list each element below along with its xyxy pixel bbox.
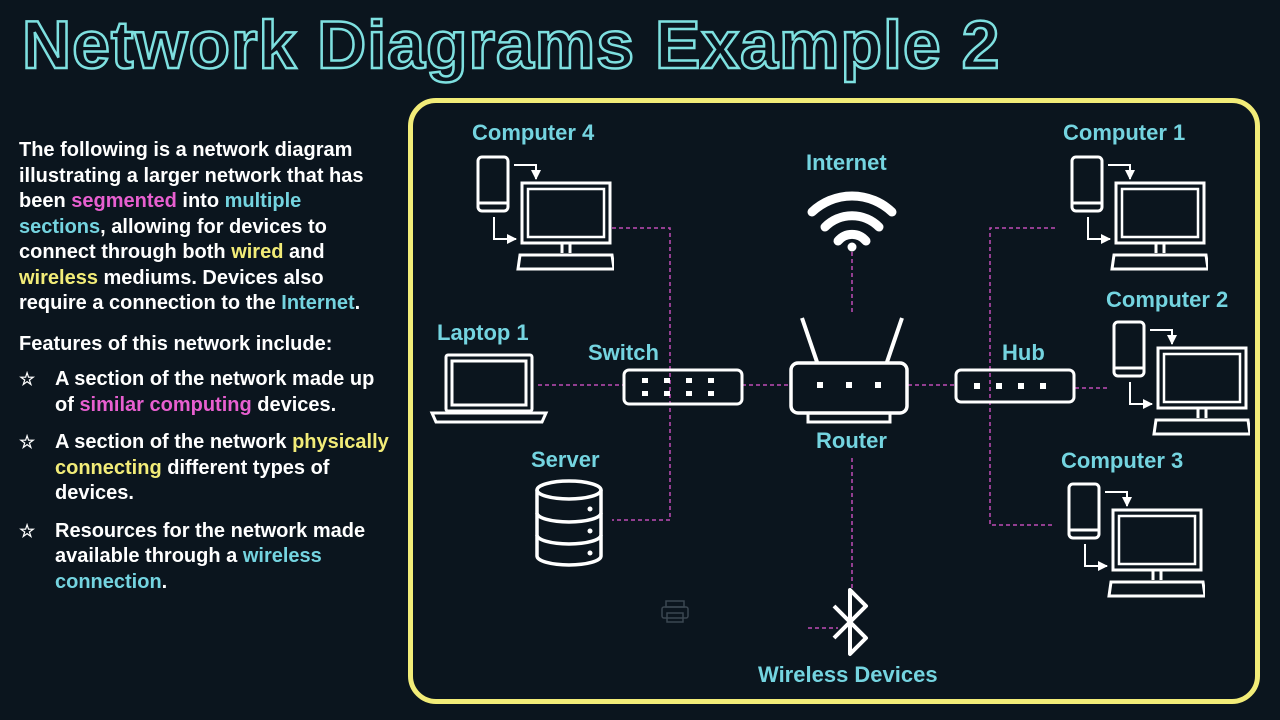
features-heading: Features of this network include: (19, 332, 333, 355)
computer-2-icon (1114, 322, 1250, 434)
star-outline-icon: ☆ (19, 520, 36, 541)
wifi-icon (807, 191, 897, 252)
label-internet: Internet (806, 150, 887, 175)
features-list: ☆ A section of the network made up of sim… (19, 367, 389, 595)
feature-text: A section of the network (55, 431, 293, 453)
feature-highlight: wireless connection (55, 545, 322, 593)
highlight-wired: wired (231, 241, 284, 263)
feature-text: A section of the network made up of (55, 368, 375, 416)
label-wireless-devices: Wireless Devices (758, 662, 938, 687)
computer-3-icon (1069, 484, 1205, 596)
feature-text: different types of devices. (55, 456, 330, 505)
feature-text: . (161, 570, 168, 593)
feature-highlight: similar computing (79, 393, 252, 416)
description-panel: The following is a network diagram illus… (19, 138, 389, 607)
page-title: Network Diagrams Example 2 (21, 6, 1001, 85)
star-outline-icon: ☆ (19, 432, 36, 452)
intro-text: The following is a network diagram illus… (19, 139, 364, 212)
highlight-internet: Internet (281, 292, 355, 314)
star-outline-icon: ☆ (19, 369, 36, 389)
highlight-wireless: wireless (19, 266, 98, 289)
highlight-segmented: segmented (71, 190, 177, 212)
connection-lines (538, 227, 1110, 629)
highlight-multiple-sections: multiple sections (19, 190, 302, 238)
laptop-icon (429, 353, 549, 424)
label-server: Server (531, 447, 600, 472)
label-computer-3: Computer 3 (1061, 448, 1184, 473)
feature-text: devices. (251, 393, 337, 416)
intro-text: . (354, 292, 361, 314)
label-computer-1: Computer 1 (1063, 120, 1186, 145)
computer-1-icon (1072, 157, 1208, 269)
printer-icon (661, 600, 689, 623)
label-computer-2: Computer 2 (1106, 287, 1229, 312)
intro-paragraph: The following is a network diagram illus… (19, 138, 389, 317)
computer-4-icon (478, 157, 614, 269)
feature-item: ☆ A section of the network physically con… (19, 430, 389, 507)
feature-highlight: physically connecting (55, 431, 389, 479)
feature-item: ☆ Resources for the network made availabl… (19, 519, 389, 596)
feature-text: Resources for the network made available… (55, 519, 366, 568)
intro-text: mediums. Devices also require a connecti… (19, 266, 324, 315)
router-icon (789, 317, 909, 424)
feature-item: ☆ A section of the network made up of sim… (19, 367, 389, 418)
switch-icon (622, 368, 744, 406)
label-computer-4: Computer 4 (472, 120, 595, 145)
intro-text: , allowing for devices to connect throug… (19, 215, 327, 264)
label-laptop-1: Laptop 1 (437, 320, 529, 345)
hub-icon (954, 368, 1076, 404)
label-hub: Hub (1002, 340, 1045, 365)
label-router: Router (816, 428, 887, 453)
intro-text: into (176, 190, 225, 212)
intro-text: and (283, 241, 325, 263)
server-icon (535, 479, 603, 567)
network-diagram-frame (408, 98, 1260, 704)
bluetooth-icon (832, 588, 868, 656)
label-switch: Switch (588, 340, 659, 365)
